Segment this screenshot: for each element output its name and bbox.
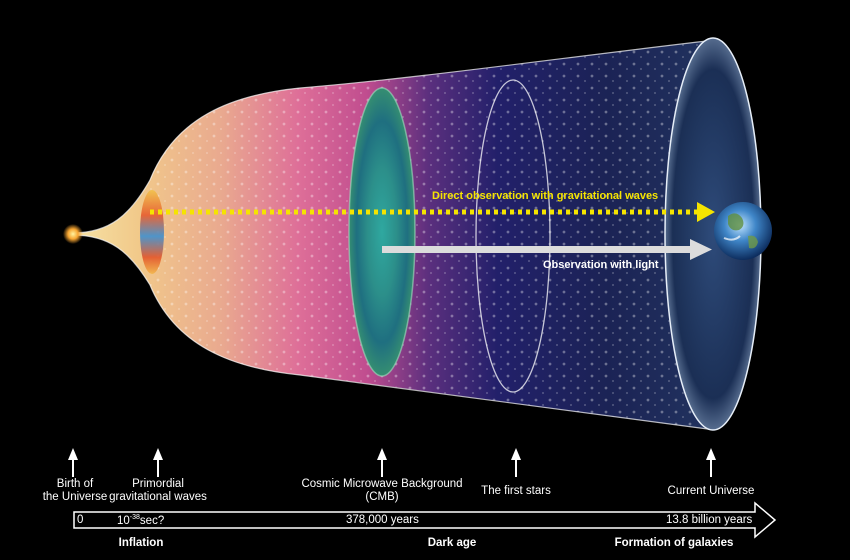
- era-formation-of-galaxies: Formation of galaxies: [614, 537, 734, 549]
- milestone-primordial-line2: gravitational waves: [109, 491, 207, 503]
- birth-of-universe-glow: [63, 224, 83, 244]
- timeline-value-inflation-exponent: -38: [129, 514, 140, 521]
- first-stars-ring: [475, 79, 551, 393]
- milestone-birth-line1: Birth of: [56, 478, 94, 490]
- inflation-fluctuations: [140, 190, 164, 274]
- milestone-first-stars: The first stars: [481, 485, 551, 498]
- gravitational-wave-arrow: [150, 202, 715, 222]
- milestone-birth-line2: the Universe: [42, 491, 108, 503]
- timeline-value-inflation: 10-38sec?: [117, 514, 164, 527]
- milestone-cmb-line2: (CMB): [365, 491, 399, 503]
- milestone-first-stars-line1: The first stars: [481, 485, 551, 497]
- timeline-value-inflation-base: 10: [117, 515, 130, 527]
- light-observation-arrow: [382, 239, 712, 260]
- era-inflation: Inflation: [118, 537, 164, 549]
- timeline-value-cmb: 378,000 years: [346, 514, 419, 526]
- timeline-arrow: [73, 501, 777, 539]
- milestone-birth: Birth of the Universe: [43, 478, 108, 504]
- milestone-cmb: Cosmic Microwave Background (CMB): [301, 478, 462, 504]
- milestone-current-universe: Current Universe: [668, 485, 755, 498]
- cmb-disc: [348, 87, 416, 377]
- timeline-value-zero: 0: [77, 514, 84, 526]
- era-dark-age: Dark age: [427, 537, 477, 549]
- gravitational-observation-label: Direct observation with gravitational wa…: [432, 190, 659, 202]
- earth-icon: [714, 202, 772, 260]
- milestone-primordial: Primordial gravitational waves: [109, 478, 207, 504]
- light-observation-label: Observation with light: [543, 259, 659, 271]
- milestone-primordial-line1: Primordial: [132, 478, 184, 490]
- milestone-current-universe-line1: Current Universe: [667, 485, 755, 497]
- timeline-value-inflation-suffix: sec?: [139, 515, 165, 527]
- timeline-value-now: 13.8 billion years: [666, 514, 753, 526]
- milestone-cmb-line1: Cosmic Microwave Background: [301, 478, 463, 490]
- milestone-arrows: [68, 448, 716, 477]
